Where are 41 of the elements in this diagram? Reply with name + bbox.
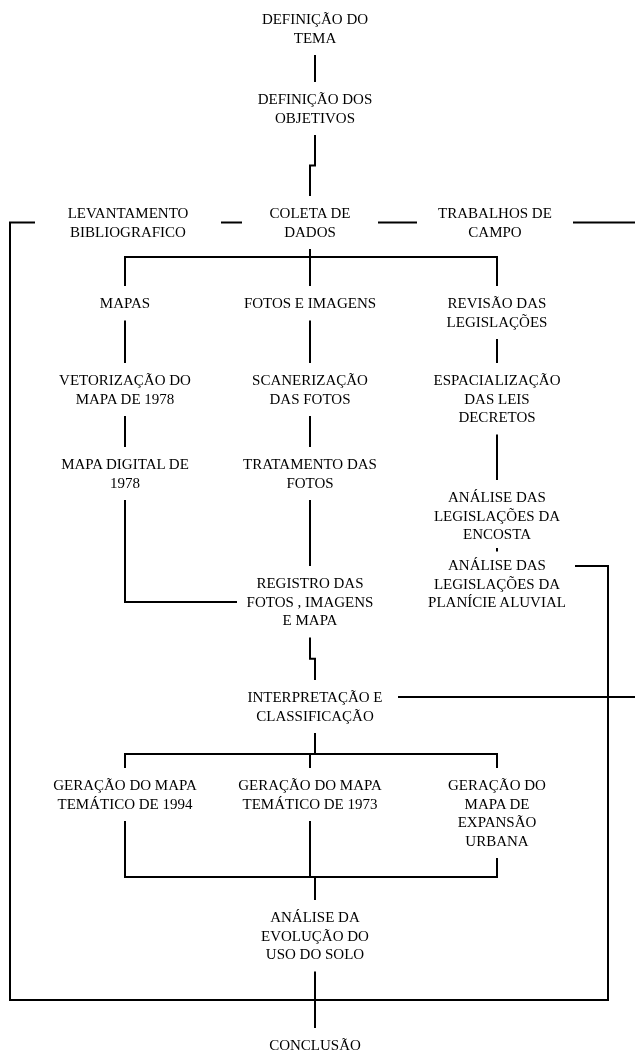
connector-line xyxy=(309,636,316,681)
step-text: REGISTRO DAS FOTOS , IMAGENS E MAPA xyxy=(245,574,375,630)
step-text: LEVANTAMENTO BIBLIOGRAFICO xyxy=(43,204,213,241)
step-text: ESPACIALIZAÇÃO DAS LEIS DECRETOS xyxy=(427,371,567,427)
connector-line xyxy=(124,415,126,448)
step-text: SCANERIZAÇÃO DAS FOTOS xyxy=(245,371,375,408)
step-text: DEFINIÇÃO DO TEMA xyxy=(252,10,378,47)
connector-line xyxy=(124,499,238,603)
connector-line xyxy=(377,221,418,224)
step-text: INTERPRETAÇÃO E CLASSIFICAÇÃO xyxy=(240,688,390,725)
step-text: ANÁLISE DAS LEGISLAÇÕES DA ENCOSTA xyxy=(424,488,570,544)
step-text: ANÁLISE DAS LEGISLAÇÕES DA PLANÍCIE ALUVIAL xyxy=(427,556,567,612)
connector-line xyxy=(124,319,126,364)
step-text: ANÁLISE DA EVOLUÇÃO DO USO DO SOLO xyxy=(245,908,385,964)
connector-line xyxy=(309,415,311,448)
step-text: CONCLUSÃO xyxy=(269,1036,361,1055)
step-text: MAPAS xyxy=(99,294,151,313)
step-text: REVISÃO DAS LEGISLAÇÕES xyxy=(432,294,562,331)
step-text: TRABALHOS DE CAMPO xyxy=(425,204,565,241)
step-text: FOTOS E IMAGENS xyxy=(243,294,377,313)
connector-line xyxy=(572,221,635,224)
step-text: VETORIZAÇÃO DO MAPA DE 1978 xyxy=(55,371,195,408)
connector-line xyxy=(496,338,498,364)
connector-line xyxy=(309,134,316,197)
connector-line xyxy=(314,732,498,769)
step-text: TRATAMENTO DAS FOTOS xyxy=(235,455,385,492)
connector-line xyxy=(220,221,243,224)
step-text: GERAÇÃO DO MAPA TEMÁTICO DE 1973 xyxy=(230,776,390,813)
step-text: GERAÇÃO DO MAPA TEMÁTICO DE 1994 xyxy=(45,776,205,813)
connector-line xyxy=(309,319,311,364)
step-text: DEFINIÇÃO DOS OBJETIVOS xyxy=(245,90,385,127)
connector-line xyxy=(314,565,609,1029)
connector-line xyxy=(314,54,316,83)
step-text: GERAÇÃO DO MAPA DE EXPANSÃO URBANA xyxy=(434,776,560,850)
step-text: COLETA DE DADOS xyxy=(250,204,370,241)
step-text: MAPA DIGITAL DE 1978 xyxy=(60,455,190,492)
connector-line xyxy=(314,857,498,901)
connector-line xyxy=(496,433,498,481)
connector-line xyxy=(397,696,635,698)
connector-line xyxy=(496,547,498,553)
connector-line xyxy=(309,499,311,567)
